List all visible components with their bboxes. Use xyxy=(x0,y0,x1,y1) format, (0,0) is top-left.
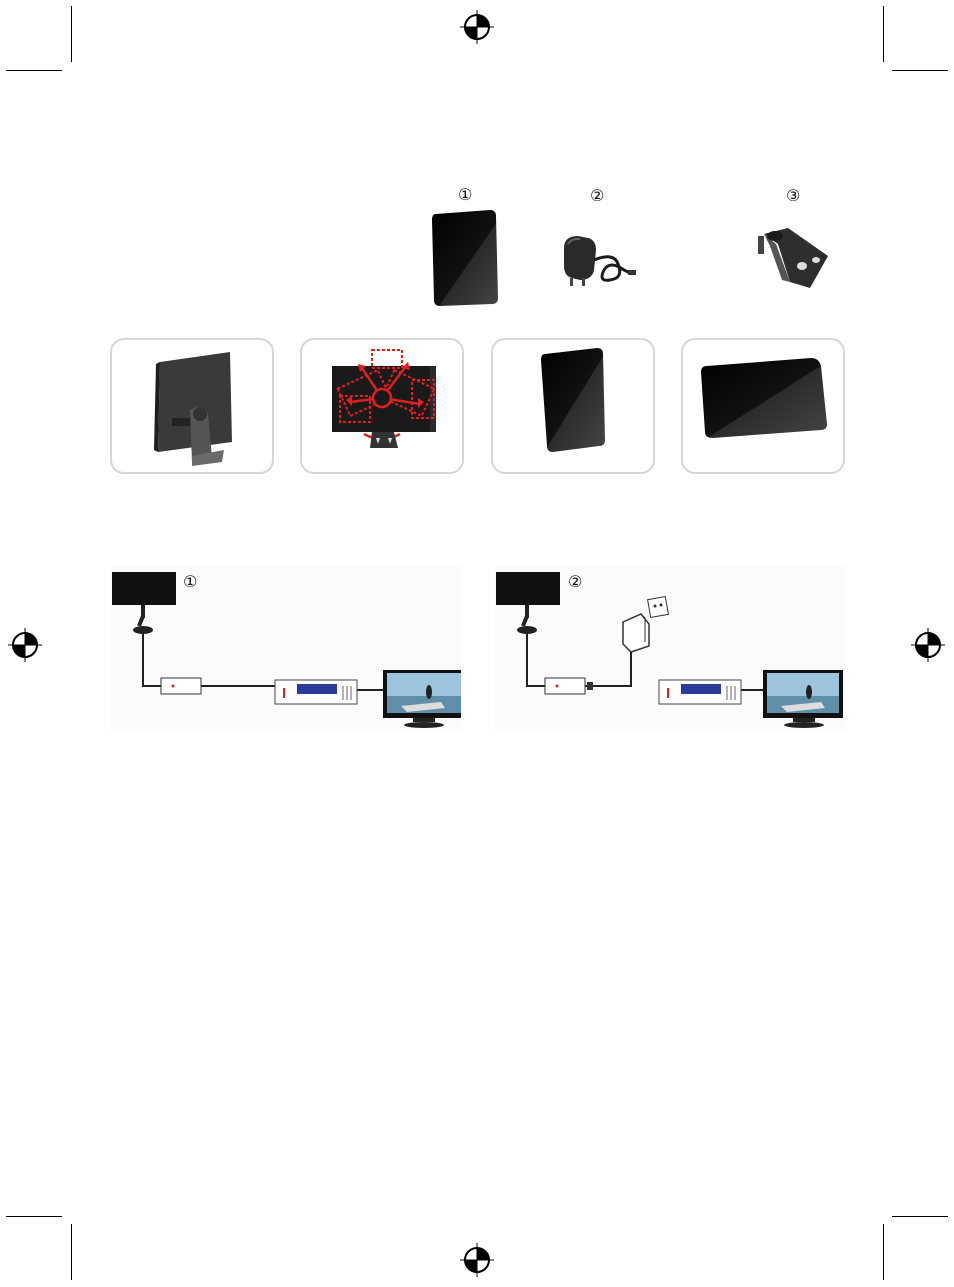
crop-mark xyxy=(892,70,948,71)
rear-stand-image xyxy=(112,340,272,472)
item-marker-3: ③ xyxy=(786,187,800,205)
item-marker-1: ① xyxy=(458,186,472,204)
diagram-marker-2: ② xyxy=(568,573,582,591)
item-marker-2: ② xyxy=(590,187,604,205)
antenna-panel-image xyxy=(430,208,502,310)
landscape-panel-image xyxy=(683,340,843,472)
placement-card-landscape xyxy=(681,338,845,474)
crop-mark xyxy=(883,1224,884,1280)
mounting-bracket-image xyxy=(752,222,832,294)
crop-mark xyxy=(71,6,72,62)
connection-diagram-2-drawing xyxy=(495,566,845,731)
diagram-marker-1: ① xyxy=(183,573,197,591)
crop-mark xyxy=(6,70,62,71)
crop-mark xyxy=(6,1216,62,1217)
rotation-diagram-image xyxy=(302,340,462,472)
power-adapter-image xyxy=(558,230,638,290)
registration-mark-left xyxy=(8,628,42,662)
crop-mark xyxy=(892,1216,948,1217)
placement-card-rotation xyxy=(300,338,464,474)
registration-mark-bottom xyxy=(460,1243,494,1277)
connection-diagram-2: ② xyxy=(495,566,845,731)
placement-card-portrait xyxy=(491,338,655,474)
placement-card-rear xyxy=(110,338,274,474)
registration-mark-top xyxy=(460,10,494,44)
portrait-panel-image xyxy=(493,340,653,472)
connection-diagram-1: ① xyxy=(111,566,461,731)
crop-mark xyxy=(883,6,884,62)
crop-mark xyxy=(71,1224,72,1280)
registration-mark-right xyxy=(911,628,945,662)
connection-diagram-1-drawing xyxy=(111,566,461,731)
